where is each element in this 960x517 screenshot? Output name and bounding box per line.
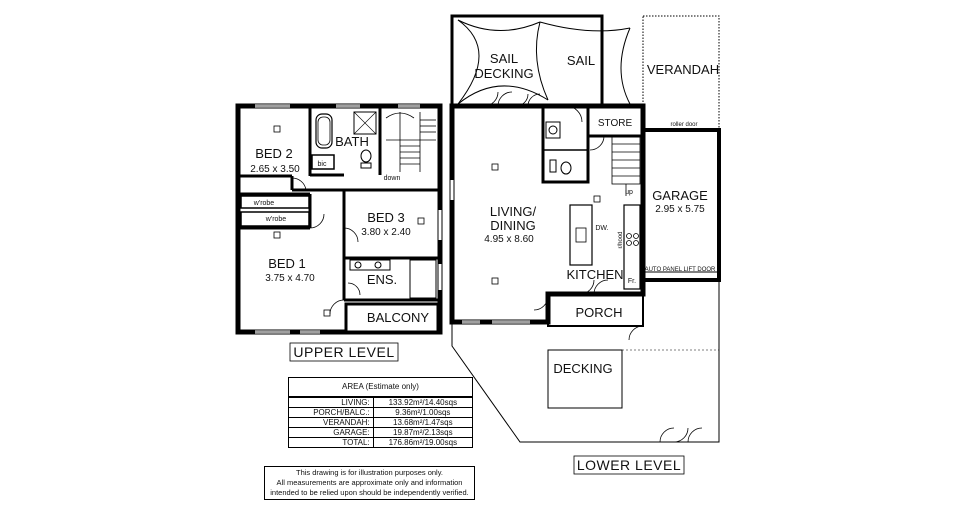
auto-door-label: AUTO PANEL LIFT DOOR <box>645 267 716 273</box>
area-value: 13.68m²/1.47sqs <box>373 417 472 428</box>
upper-level-title: UPPER LEVEL <box>289 342 399 362</box>
bed2-label: BED 2 <box>255 146 293 161</box>
area-value: 176.86m²/19.00sqs <box>373 437 472 447</box>
dishwasher-label: DW. <box>595 225 608 232</box>
area-label: VERANDAH: <box>289 417 374 428</box>
sail-decking-label-2: DECKING <box>474 66 533 81</box>
upper-level-plan <box>235 103 443 335</box>
bed1-label: BED 1 <box>268 256 306 271</box>
garage-dim: 2.95 x 5.75 <box>655 204 705 215</box>
area-table-body: LIVING: 133.92m²/14.40sqs PORCH/BALC.: 9… <box>289 397 472 447</box>
area-table-title: AREA (Estimate only) <box>289 378 472 397</box>
rangehood-label: r/hood <box>618 231 624 248</box>
wrobe-label-1: w'robe <box>253 200 275 207</box>
fridge-label: Fr. <box>628 278 636 285</box>
up-label: up <box>625 189 633 196</box>
disclaimer-line: All measurements are approximate only an… <box>276 478 463 487</box>
area-table: AREA (Estimate only) LIVING: 133.92m²/14… <box>288 377 473 448</box>
ensuite-label: ENS. <box>367 272 397 287</box>
living-label-1: LIVING/ <box>490 204 537 219</box>
balcony-label: BALCONY <box>367 310 429 325</box>
bed3-label: BED 3 <box>367 210 405 225</box>
bed2-dim: 2.65 x 3.50 <box>250 164 300 175</box>
disclaimer-line: This drawing is for illustration purpose… <box>295 468 443 477</box>
lower-level-label: LOWER LEVEL <box>577 457 681 473</box>
roller-door-label: roller door <box>670 122 697 128</box>
garage-label: GARAGE <box>652 188 708 203</box>
living-label-2: DINING <box>490 218 536 233</box>
bic-label: bic <box>318 161 327 168</box>
table-row: VERANDAH: 13.68m²/1.47sqs <box>289 417 472 428</box>
area-label: PORCH/BALC.: <box>289 407 374 418</box>
lower-level-title: LOWER LEVEL <box>573 455 685 475</box>
lower-level-plan <box>449 14 721 443</box>
bath-label: BATH <box>335 134 369 149</box>
table-row: GARAGE: 19.87m²/2.13sqs <box>289 427 472 438</box>
upper-level-label: UPPER LEVEL <box>293 344 394 360</box>
disclaimer: This drawing is for illustration purpose… <box>264 466 475 500</box>
area-label: GARAGE: <box>289 427 374 438</box>
area-value: 133.92m²/14.40sqs <box>373 397 472 408</box>
sail-label: SAIL <box>567 53 595 68</box>
area-label: TOTAL: <box>289 437 374 447</box>
store-label: STORE <box>598 118 633 129</box>
lower-fixtures <box>491 163 601 285</box>
living-dim: 4.95 x 8.60 <box>484 234 534 245</box>
verandah-label: VERANDAH <box>647 62 719 77</box>
sail-decking-label-1: SAIL <box>490 51 518 66</box>
table-row: PORCH/BALC.: 9.36m²/1.00sqs <box>289 407 472 418</box>
bed1-dim: 3.75 x 4.70 <box>265 273 315 284</box>
upper-fixtures <box>273 125 425 317</box>
bed3-dim: 3.80 x 2.40 <box>361 227 411 238</box>
disclaimer-line: intended to be relied upon should be ind… <box>270 488 469 497</box>
porch-label: PORCH <box>576 305 623 320</box>
area-value: 19.87m²/2.13sqs <box>373 427 472 438</box>
decking-label: DECKING <box>553 361 612 376</box>
wrobe-label-2: w'robe <box>265 216 287 223</box>
area-value: 9.36m²/1.00sqs <box>373 407 472 418</box>
area-label: LIVING: <box>289 397 374 408</box>
table-row: TOTAL: 176.86m²/19.00sqs <box>289 437 472 447</box>
kitchen-label: KITCHEN <box>566 267 623 282</box>
down-label: down <box>384 175 401 182</box>
table-row: LIVING: 133.92m²/14.40sqs <box>289 397 472 408</box>
